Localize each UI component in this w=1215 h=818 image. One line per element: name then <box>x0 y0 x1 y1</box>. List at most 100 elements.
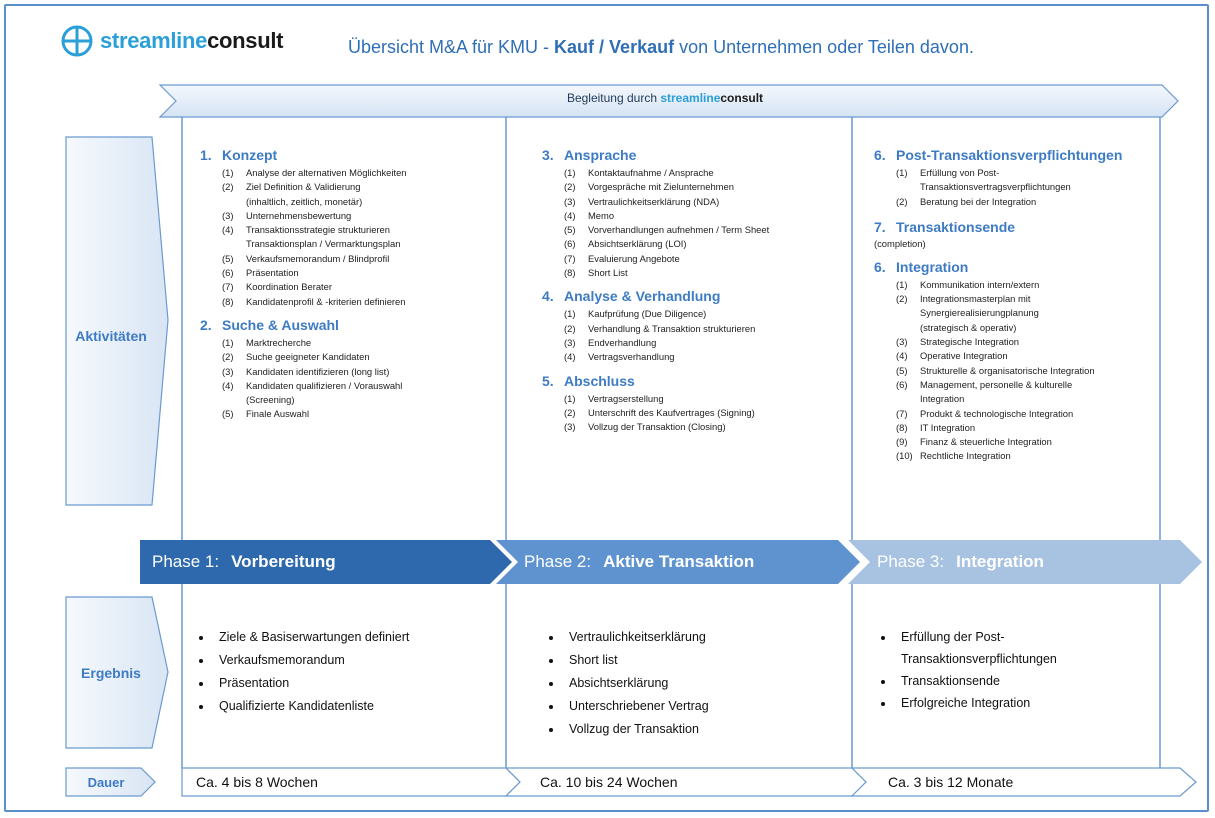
phase-2-name: Aktive Transaktion <box>603 552 755 571</box>
activity-item-text: Marktrecherche <box>246 336 312 348</box>
result-item: Vollzug der Transaktion <box>563 718 845 741</box>
section-number: 3. <box>542 147 554 163</box>
section-title-text: Ansprache <box>564 147 637 163</box>
activity-item: (3)Strategische Integration <box>896 335 1159 349</box>
duration-2: Ca. 10 bis 24 Wochen <box>540 774 678 790</box>
activity-item-text: Analyse der alternativen Möglichkeiten <box>246 167 407 178</box>
result-item: Erfolgreiche Integration <box>895 692 1157 714</box>
activity-list: (1)Vertragserstellung(2)Unterschrift des… <box>542 392 847 435</box>
activity-item: (5)Verkaufsmemorandum / Blindprofil <box>222 252 500 266</box>
activity-item-number: (9) <box>896 436 908 448</box>
activity-item-number: (1) <box>896 167 908 178</box>
duration-bar-3 <box>850 767 1197 797</box>
activity-item-text: IT Integration <box>920 421 976 433</box>
section-number: 7. <box>874 218 886 235</box>
result-item: Verkaufsmemorandum <box>213 649 495 672</box>
result-item: Präsentation <box>213 672 495 695</box>
section-number: 6. <box>874 258 886 275</box>
banner-label: Begleitung durch streamlineconsult <box>160 91 1170 105</box>
activity-item-number <box>896 306 920 320</box>
activity-item-text: Integrationsmasterplan mit <box>920 293 1031 305</box>
activity-item: (1)Kontaktaufnahme / Ansprache <box>564 166 847 180</box>
activity-item-text: (inhaltlich, zeitlich, monetär) <box>246 195 363 207</box>
activity-item-number: (4) <box>564 351 576 363</box>
activity-item: Synergierealisierungplanung <box>896 306 1159 320</box>
activity-item-number: (7) <box>564 252 576 264</box>
activity-item-number <box>896 180 920 194</box>
activity-item-number: (6) <box>896 378 908 390</box>
activity-item: (8)Short List <box>564 266 847 280</box>
activity-item: (8)Kandidatenprofil & -kriterien definie… <box>222 295 500 309</box>
activity-item: (2)Ziel Definition & Validierung <box>222 180 500 194</box>
activity-list: (1)Kommunikation intern/extern(2) Integra… <box>874 278 1159 464</box>
section-title-text: Analyse & Verhandlung <box>564 288 721 305</box>
page-frame <box>4 4 1209 812</box>
activity-item: (3)Kandidaten identifizieren (long list) <box>222 365 500 379</box>
activity-item-number: (7) <box>222 281 234 293</box>
banner-prefix: Begleitung durch <box>566 91 661 105</box>
duration-3: Ca. 3 bis 12 Monate <box>888 774 1014 790</box>
activity-item-text: Management, personelle & kulturelle <box>920 378 1073 390</box>
activity-item-number: (7) <box>896 407 908 419</box>
activity-item-text: Operative Integration <box>920 350 1008 362</box>
phase-2-arrow <box>496 540 860 584</box>
activity-item-number: (1) <box>896 278 908 290</box>
activity-item: (1)Vertragserstellung <box>564 392 847 406</box>
result-item: Unterschriebener Vertrag <box>563 695 845 718</box>
section-number: 4. <box>542 288 554 305</box>
activity-item: (6)Absichtserklärung (LOI) <box>564 237 847 251</box>
result-item: Absichtserklärung <box>563 672 845 695</box>
activities-arrow <box>65 136 169 506</box>
duration-arrow <box>65 767 156 797</box>
section-number: 5. <box>542 372 554 389</box>
banner-brand-a: streamline <box>660 91 721 105</box>
activity-item-number: (4) <box>222 379 234 391</box>
activity-item: (4) Memo <box>564 209 847 223</box>
activity-item: (9)Finanz & steuerliche Integration <box>896 435 1159 449</box>
activity-item-number: (2) <box>222 181 234 193</box>
activity-item-text: (strategisch & operativ) <box>920 321 1017 333</box>
activity-item-number: (3) <box>564 421 576 433</box>
activity-item-number: (2) <box>896 293 908 305</box>
section-note: (completion) <box>874 237 926 249</box>
phase-1-label: Phase 1:Vorbereitung <box>152 552 336 572</box>
activity-item-text: Koordination Berater <box>246 281 332 293</box>
activity-item-number: (1) <box>564 308 576 320</box>
activity-item-number: (5) <box>222 408 234 420</box>
activity-item: (3)Vertraulichkeitserklärung (NDA) <box>564 195 847 209</box>
activity-item-text: Strategische Integration <box>920 336 1020 348</box>
activity-item-number: (1) <box>564 392 576 404</box>
activity-item-text: Memo <box>588 209 615 221</box>
activity-item-text: Verkaufsmemorandum / Blindprofil <box>246 252 390 264</box>
result-list-3: Erfüllung der Post- Transaktionsverpflic… <box>877 626 1157 714</box>
activity-item-text: Vollzug der Transaktion (Closing) <box>588 421 726 433</box>
result-item-continuation: Transaktionsverpflichtungen <box>901 652 1057 666</box>
activity-item-number: (8) <box>222 295 234 307</box>
activity-item-number: (6) <box>564 238 576 250</box>
activity-item: (3)Endverhandlung <box>564 336 847 350</box>
activities-label: Aktivitäten <box>75 328 147 344</box>
activities-column-2: 3. Ansprache (1)Kontaktaufnahme / Ansprach… <box>542 147 847 434</box>
banner-arrow <box>158 84 1179 118</box>
activity-item: (2) Integrationsmasterplan mit <box>896 292 1159 306</box>
activity-item: (2)Verhandlung & Transaktion strukturier… <box>564 322 847 336</box>
activity-item-number: (4) <box>564 209 576 221</box>
result-item: Erfüllung der Post- <box>895 626 1157 648</box>
activity-item-number: (8) <box>896 421 908 433</box>
activity-item: Transaktionsvertragsverpflichtungen <box>896 180 1159 194</box>
logo: streamlineconsult <box>60 24 283 58</box>
duration-1: Ca. 4 bis 8 Wochen <box>196 774 318 790</box>
activity-item: (5)Vorverhandlungen aufnehmen / Term She… <box>564 223 847 237</box>
section-title: 6.Post-Transaktionsverpflichtungen <box>874 147 1159 163</box>
activity-item-number: (2) <box>896 195 908 207</box>
activity-item: (1)Kommunikation intern/extern <box>896 278 1159 292</box>
section-title-text: Suche & Auswahl <box>222 316 339 333</box>
logo-circle-icon <box>61 25 93 57</box>
activity-item-number <box>896 321 920 335</box>
activity-item-text: Synergierealisierungplanung <box>920 307 1039 319</box>
activity-item-text: Vorverhandlungen aufnehmen / Term Sheet <box>588 224 770 236</box>
activity-item: (5)Strukturelle & organisatorische Integ… <box>896 364 1159 378</box>
activity-item-text: Verhandlung & Transaktion strukturieren <box>588 322 756 334</box>
activity-item: (7)Produkt & technologische Integration <box>896 407 1159 421</box>
